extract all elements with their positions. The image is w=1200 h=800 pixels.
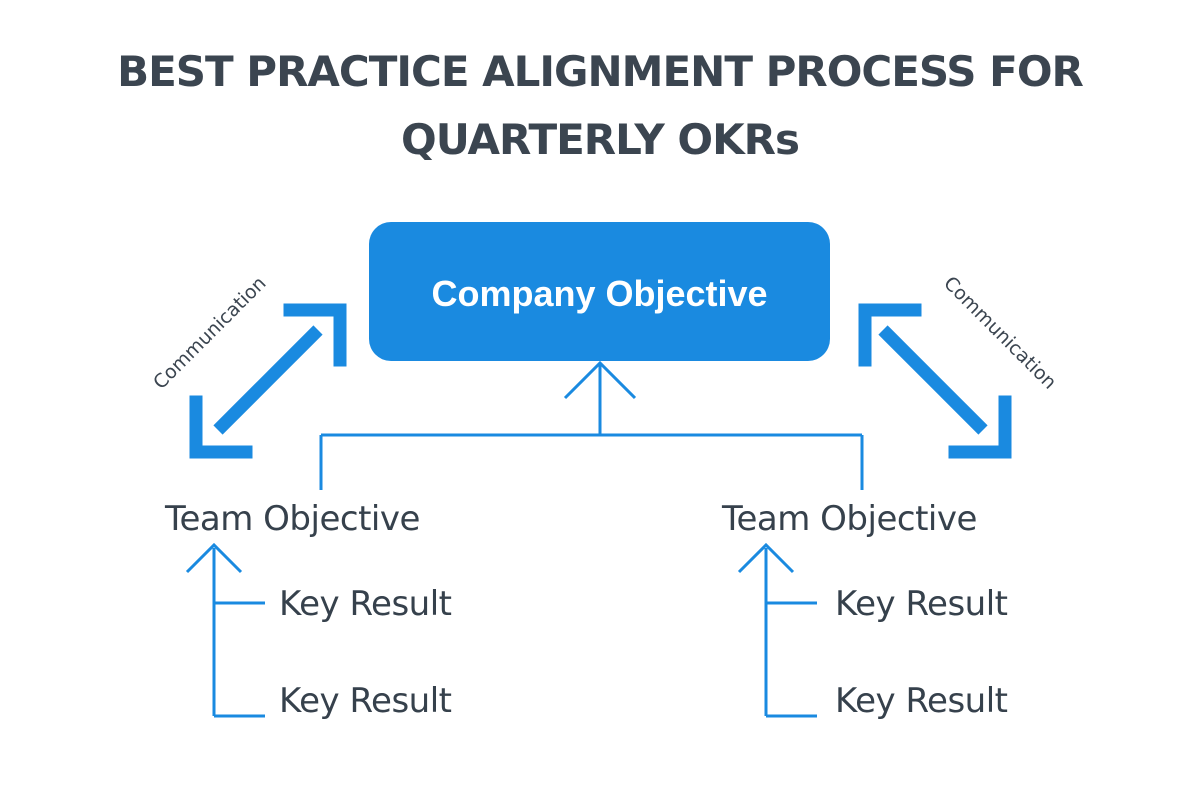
company-objective-box: Company Objective	[369, 222, 830, 361]
team-left-kr-connector	[185, 542, 265, 718]
key-result-right-2: Key Result	[835, 681, 1008, 721]
communication-arrow-right	[858, 303, 1012, 459]
company-objective-label: Company Objective	[431, 272, 768, 314]
communication-arrow-left	[189, 303, 347, 459]
key-result-left-2: Key Result	[279, 681, 452, 721]
key-result-left-1: Key Result	[279, 584, 452, 624]
team-right-kr-connector	[737, 542, 817, 718]
title-line-2: QUARTERLY OKRs	[400, 115, 800, 164]
team-objective-left: Team Objective	[165, 499, 420, 539]
title-line-1: BEST PRACTICE ALIGNMENT PROCESS FOR	[117, 47, 1084, 96]
key-result-right-1: Key Result	[835, 584, 1008, 624]
team-objective-right: Team Objective	[722, 499, 977, 539]
page-title: BEST PRACTICE ALIGNMENT PROCESS FOR QUAR…	[0, 38, 1200, 174]
team-bracket-connector	[319, 360, 864, 490]
